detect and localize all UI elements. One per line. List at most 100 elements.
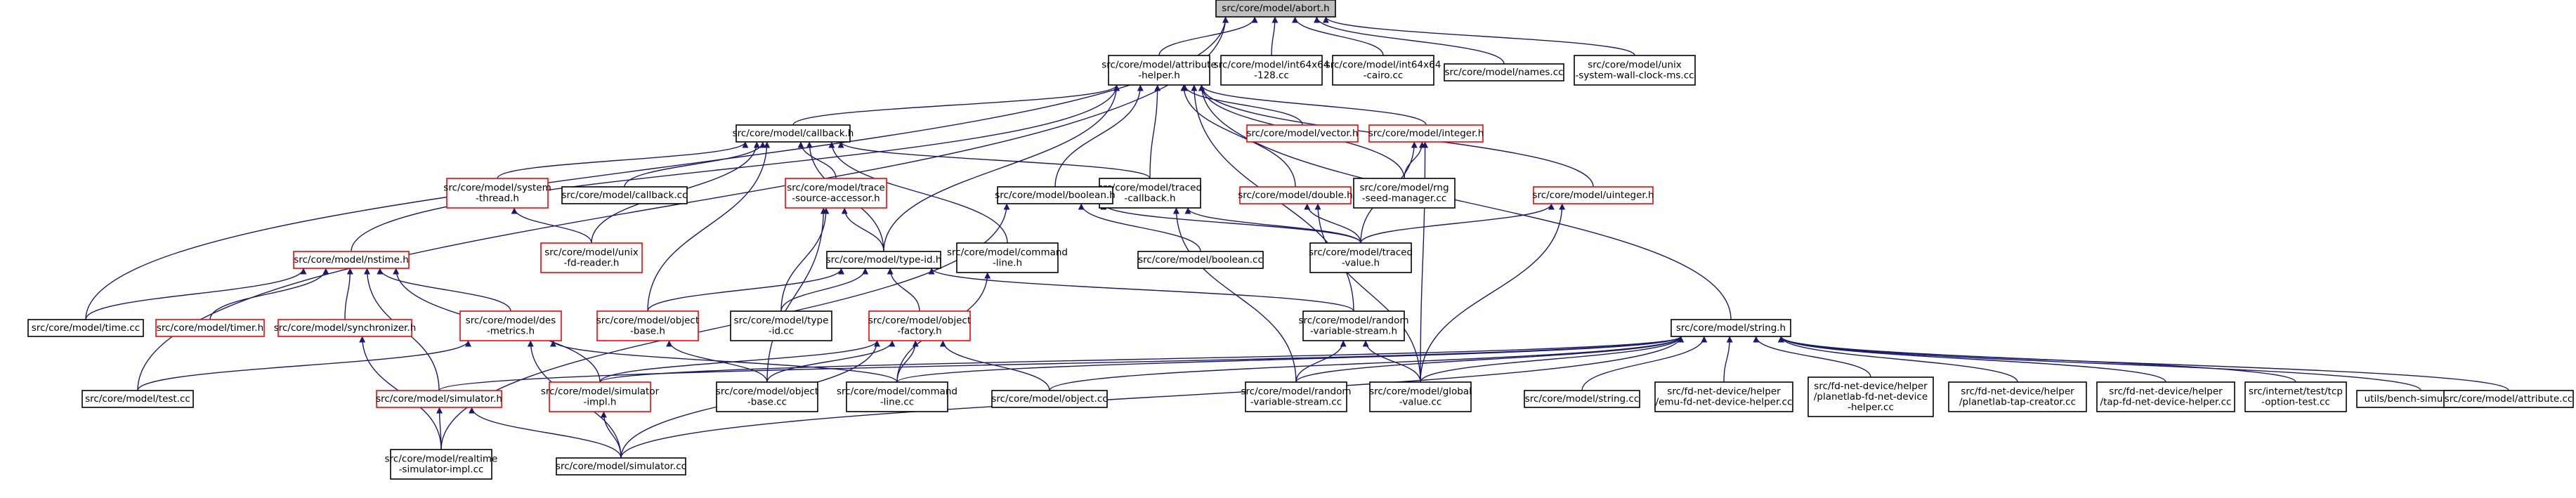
edge-path bbox=[599, 336, 1684, 383]
node-attribute-cc[interactable]: src/core/model/attribute.cc bbox=[2443, 390, 2574, 408]
edge-path bbox=[766, 340, 896, 383]
node-realtime-sim[interactable]: src/core/model/realtime-simulator-impl.c… bbox=[385, 449, 498, 480]
edge-path bbox=[797, 141, 837, 179]
node-nstime-h[interactable]: src/core/model/nstime.h bbox=[293, 251, 410, 269]
edge-path bbox=[780, 207, 830, 312]
node-label: -id.cc bbox=[769, 326, 794, 337]
node-traced-value[interactable]: src/core/model/traced-value.h bbox=[1309, 242, 1413, 273]
node-label: src/core/model/rng bbox=[1359, 183, 1449, 194]
node-label: src/core/model/simulator.cc bbox=[556, 461, 686, 472]
node-simulator-h[interactable]: src/core/model/simulator.h bbox=[376, 390, 502, 408]
node-label: -helper.cc bbox=[1848, 402, 1894, 413]
node-callback-h[interactable]: src/core/model/callback.h bbox=[733, 124, 854, 143]
node-unix-fd[interactable]: src/core/model/unix-fd-reader.h bbox=[540, 242, 643, 273]
node-label: src/core/model/names.cc bbox=[1444, 67, 1563, 78]
node-label: src/core/model/attribute bbox=[1101, 60, 1217, 71]
node-tap-fd[interactable]: src/fd-net-device/helper/tap-fd-net-devi… bbox=[2096, 381, 2235, 412]
edge-path bbox=[647, 268, 844, 312]
node-vector-h[interactable]: src/core/model/vector.h bbox=[1246, 124, 1359, 143]
node-box bbox=[293, 251, 410, 269]
node-object-factory[interactable]: src/core/model/object-factory.h bbox=[868, 310, 971, 341]
edge-path bbox=[1420, 203, 1566, 383]
edge-test-cc-to-des-metrics bbox=[137, 340, 471, 391]
node-trace-source[interactable]: src/core/model/trace-source-accessor.h bbox=[785, 178, 887, 209]
edge-path bbox=[896, 340, 919, 383]
node-label: src/core/model/boolean.h bbox=[995, 190, 1115, 201]
edge-planetlab-tap-to-string-h bbox=[1777, 336, 2018, 383]
edge-rng-seed-to-integer-h bbox=[1404, 141, 1425, 179]
node-box bbox=[1099, 178, 1201, 209]
node-command-line-cc[interactable]: src/core/model/command-line.cc bbox=[837, 381, 957, 412]
node-type-id-h[interactable]: src/core/model/type-id.h bbox=[826, 251, 942, 269]
edge-path bbox=[1271, 16, 1279, 56]
node-box bbox=[1302, 310, 1405, 341]
node-abort[interactable]: src/core/model/abort.h bbox=[1215, 0, 1336, 18]
node-timer-h[interactable]: src/core/model/timer.h bbox=[155, 319, 265, 337]
edge-int64x64-128-to-abort bbox=[1271, 16, 1279, 56]
node-label: -line.h bbox=[993, 258, 1022, 269]
node-box bbox=[446, 178, 549, 209]
node-test-cc[interactable]: src/core/model/test.cc bbox=[81, 390, 194, 408]
node-synchronizer-h[interactable]: src/core/model/synchronizer.h bbox=[274, 319, 417, 337]
edge-synchronizer-h-to-nstime-h bbox=[344, 268, 353, 320]
node-tcp-option-test[interactable]: src/internet/test/tcp-option-test.cc bbox=[2244, 381, 2347, 412]
node-global-value[interactable]: src/core/model/global-value.cc bbox=[1369, 381, 1472, 412]
node-string-h[interactable]: src/core/model/string.h bbox=[1671, 319, 1791, 337]
node-planetlab-fd[interactable]: src/fd-net-device/helper/planetlab-fd-ne… bbox=[1807, 376, 1934, 417]
node-label: src/core/model/realtime bbox=[385, 454, 498, 465]
node-box bbox=[1246, 124, 1359, 143]
edge-path bbox=[792, 84, 1120, 126]
node-label: /emu-fd-net-device-helper.cc bbox=[1656, 397, 1793, 408]
node-des-metrics[interactable]: src/core/model/des-metrics.h bbox=[459, 310, 562, 341]
node-unix-wall[interactable]: src/core/model/unix-system-wall-clock-ms… bbox=[1574, 55, 1696, 86]
node-object-base-h[interactable]: src/core/model/object-base.h bbox=[596, 310, 699, 341]
node-string-cc[interactable]: src/core/model/string.cc bbox=[1524, 390, 1640, 408]
node-label: src/core/model/nstime.h bbox=[294, 254, 409, 266]
node-random-var-cc[interactable]: src/core/model/random-variable-stream.cc bbox=[1241, 381, 1352, 412]
node-box bbox=[1807, 376, 1934, 417]
edge-path bbox=[1778, 336, 2509, 391]
edge-command-line-cc-to-des-metrics bbox=[550, 340, 898, 383]
node-time-cc[interactable]: src/core/model/time.cc bbox=[27, 319, 144, 337]
node-uinteger-h[interactable]: src/core/model/uinteger.h bbox=[1532, 186, 1654, 204]
node-planetlab-tap[interactable]: src/fd-net-device/helper/planetlab-tap-c… bbox=[1948, 381, 2087, 412]
node-object-cc[interactable]: src/core/model/object.cc bbox=[991, 390, 1108, 408]
node-boolean-h[interactable]: src/core/model/boolean.h bbox=[995, 186, 1116, 204]
node-simulator-impl[interactable]: src/core/model/simulator-impl.h bbox=[541, 381, 660, 412]
node-integer-h[interactable]: src/core/model/integer.h bbox=[1368, 124, 1484, 143]
node-box bbox=[1574, 55, 1696, 86]
node-command-line-h[interactable]: src/core/model/command-line.h bbox=[947, 242, 1068, 273]
node-simulator-cc[interactable]: src/core/model/simulator.cc bbox=[556, 457, 686, 476]
node-label: -fd-reader.h bbox=[564, 258, 620, 269]
node-boolean-cc[interactable]: src/core/model/boolean.cc bbox=[1137, 251, 1264, 269]
node-label: -base.h bbox=[630, 326, 665, 337]
node-attribute-helper[interactable]: src/core/model/attribute-helper.h bbox=[1101, 55, 1217, 86]
node-box bbox=[1524, 390, 1640, 408]
node-double-h[interactable]: src/core/model/double.h bbox=[1238, 186, 1353, 204]
node-label: src/core/model/callback.h bbox=[733, 128, 854, 139]
edge-boolean-h-to-attribute-helper bbox=[1054, 84, 1144, 188]
edge-unix-fd-to-system-thread bbox=[511, 207, 592, 244]
node-label: src/core/model/simulator bbox=[541, 386, 660, 398]
node-object-base-cc[interactable]: src/core/model/object-base.cc bbox=[716, 381, 818, 412]
node-system-thread[interactable]: src/core/model/system-thread.h bbox=[443, 178, 551, 209]
node-callback-cc[interactable]: src/core/model/callback.cc bbox=[561, 186, 688, 204]
node-type-id-cc[interactable]: src/core/model/type-id.cc bbox=[730, 310, 832, 341]
edge-path bbox=[511, 207, 592, 244]
edge-path bbox=[766, 207, 827, 383]
node-rng-seed[interactable]: src/core/model/rng-seed-manager.cc bbox=[1353, 178, 1456, 209]
node-int64x64-128[interactable]: src/core/model/int64x64-128.cc bbox=[1214, 55, 1330, 86]
edge-path bbox=[1778, 336, 2166, 383]
node-names-cc[interactable]: src/core/model/names.cc bbox=[1444, 63, 1564, 81]
node-random-var-h[interactable]: src/core/model/random-variable-stream.h bbox=[1299, 310, 1409, 341]
edge-path bbox=[647, 141, 771, 312]
edge-object-factory-to-type-id-h bbox=[887, 268, 920, 312]
edge-path bbox=[887, 268, 920, 312]
edge-object-cc-to-object-factory bbox=[939, 340, 1050, 391]
node-label: src/core/model/timer.h bbox=[157, 322, 263, 334]
node-int64x64-cairo[interactable]: src/core/model/int64x64-cairo.cc bbox=[1326, 55, 1441, 86]
node-box bbox=[1654, 381, 1793, 412]
node-traced-callback[interactable]: src/core/model/traced-callback.h bbox=[1098, 178, 1202, 209]
node-emu-fd[interactable]: src/fd-net-device/helper/emu-fd-net-devi… bbox=[1654, 381, 1793, 412]
node-label: -impl.h bbox=[584, 397, 617, 408]
